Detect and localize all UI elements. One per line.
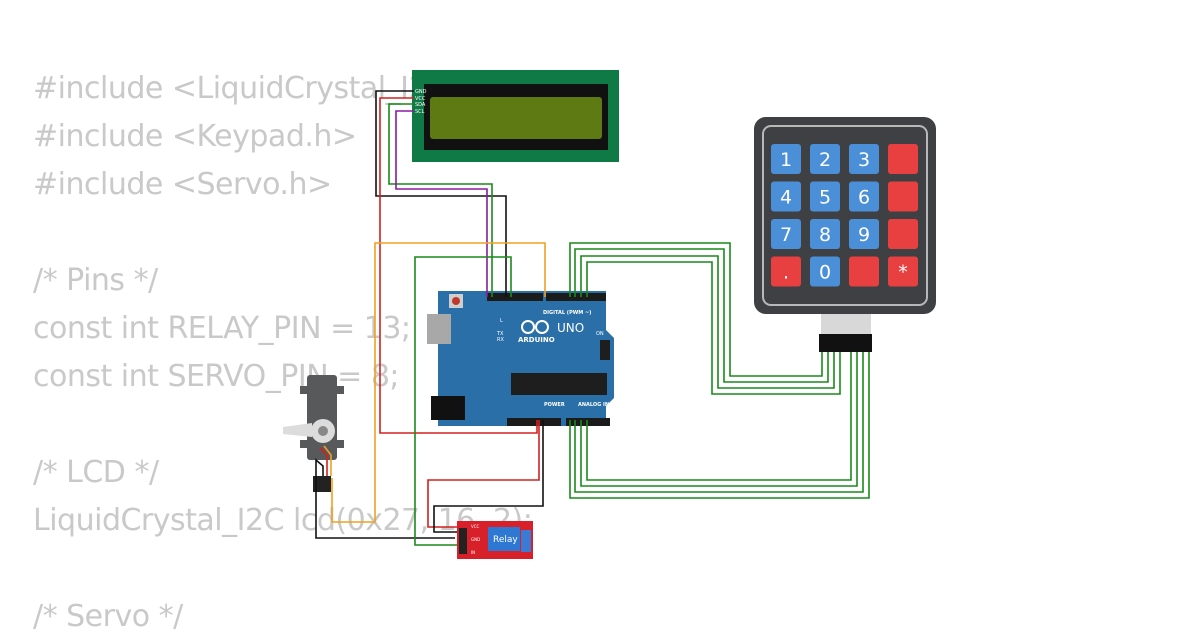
wire — [315, 458, 455, 539]
servo-motor[interactable] — [283, 375, 344, 492]
servo-horn — [283, 423, 312, 437]
lcd-pin-label: SDA — [415, 102, 426, 108]
wire — [569, 352, 870, 499]
keypad-key-label: 5 — [819, 187, 831, 209]
wire — [569, 242, 823, 377]
wire — [375, 90, 507, 297]
wire — [388, 103, 493, 297]
power-jack — [431, 396, 465, 420]
wire — [395, 110, 488, 297]
keypad-key[interactable] — [810, 144, 840, 174]
on-led-label: ON — [596, 331, 604, 337]
wire — [427, 420, 540, 528]
keypad-connector — [819, 334, 872, 352]
code-line: #include <Keypad.h> — [33, 119, 357, 154]
digital-header-right — [546, 293, 606, 301]
wire — [414, 256, 512, 546]
digital-label: DIGITAL (PWM ~) — [543, 310, 591, 316]
keypad-key-label: 9 — [858, 224, 870, 246]
relay-module[interactable]: Relay VCC GND IN — [457, 521, 533, 559]
keypad-keys: 1 2 3 4 5 6 7 8 9. 0 * — [771, 144, 918, 287]
wire — [580, 352, 858, 487]
lcd-pin-labels: GND VCC SDA SCL — [415, 89, 427, 115]
wire — [379, 97, 538, 434]
servo-connector — [313, 476, 331, 492]
keypad-key[interactable] — [771, 181, 801, 212]
relay-terminal — [521, 530, 531, 552]
wire — [331, 242, 546, 523]
keypad-key-label: 4 — [780, 187, 792, 209]
keypad-key[interactable] — [888, 144, 918, 174]
keypad-key[interactable] — [810, 256, 840, 287]
power-header — [507, 418, 561, 426]
board-model-label: UNO — [557, 321, 584, 335]
digital-header-left — [487, 293, 543, 301]
power-label: POWER — [544, 402, 565, 408]
wire — [586, 261, 841, 395]
keypad-key[interactable] — [888, 219, 918, 249]
keypad-key-label: . — [783, 262, 789, 284]
keypad-key[interactable] — [849, 144, 879, 174]
code-line: const int SERVO_PIN = 8; — [33, 359, 400, 394]
lcd-pin-label: VCC — [415, 96, 426, 102]
keypad-key[interactable] — [810, 219, 840, 249]
keypad-key[interactable] — [888, 256, 918, 287]
relay-pin-label: GND — [471, 537, 480, 542]
analog-label: ANALOG IN — [578, 402, 609, 408]
wires — [315, 90, 870, 546]
keypad-key[interactable] — [849, 256, 879, 287]
wire — [580, 255, 835, 389]
keypad-key-label: 0 — [819, 262, 831, 284]
reset-button[interactable] — [452, 297, 460, 305]
keypad-key[interactable] — [771, 144, 801, 174]
keypad-key-label: 6 — [858, 187, 870, 209]
keypad-key-label: 8 — [819, 224, 831, 246]
tx-led-label: TX — [496, 331, 504, 337]
code-line: /* Pins */ — [33, 263, 158, 298]
relay-pin-label: IN — [471, 550, 475, 555]
wire — [586, 352, 852, 481]
lcd-pin-label: SCL — [415, 109, 425, 115]
keypad-key[interactable] — [849, 219, 879, 249]
keypad-key[interactable] — [849, 181, 879, 212]
keypad-key-label: 7 — [780, 224, 792, 246]
analog-header — [566, 418, 610, 426]
relay-label: Relay — [493, 535, 518, 545]
keypad-key-label: * — [898, 262, 908, 284]
wire — [323, 445, 332, 476]
arduino-uno-board[interactable]: UNO ARDUINO DIGITAL (PWM ~) POWER ANALOG… — [427, 291, 614, 426]
keypad-key-label: 1 — [780, 149, 792, 171]
wire — [574, 352, 864, 493]
wire — [319, 447, 328, 476]
keypad-key-label: 3 — [858, 149, 870, 171]
atmega-chip — [511, 373, 607, 395]
code-line: const int RELAY_PIN = 13; — [33, 311, 411, 346]
keypad-key[interactable] — [888, 181, 918, 212]
membrane-keypad[interactable]: 1 2 3 4 5 6 7 8 9. 0 * — [754, 117, 936, 352]
relay-cube — [488, 527, 520, 551]
wire — [574, 248, 829, 383]
arduino-infinity-logo — [521, 320, 549, 334]
lcd-display[interactable]: GND VCC SDA SCL — [412, 70, 619, 162]
code-line: /* Servo */ — [33, 599, 183, 634]
keypad-ribbon — [821, 314, 871, 334]
keypad-key[interactable] — [771, 256, 801, 287]
code-line: #include <Servo.h> — [33, 167, 332, 202]
keypad-key[interactable] — [810, 181, 840, 212]
lcd-pin-label: GND — [415, 89, 427, 95]
code-line: /* LCD */ — [33, 455, 159, 490]
relay-pin-label: VCC — [471, 524, 480, 529]
board-brand-label: ARDUINO — [518, 336, 555, 344]
usb-port — [427, 314, 451, 344]
keypad-key[interactable] — [771, 219, 801, 249]
wire — [433, 420, 544, 533]
l-led-label: L — [500, 318, 503, 324]
keypad-key-label: 2 — [819, 149, 831, 171]
rx-led-label: RX — [497, 337, 504, 343]
